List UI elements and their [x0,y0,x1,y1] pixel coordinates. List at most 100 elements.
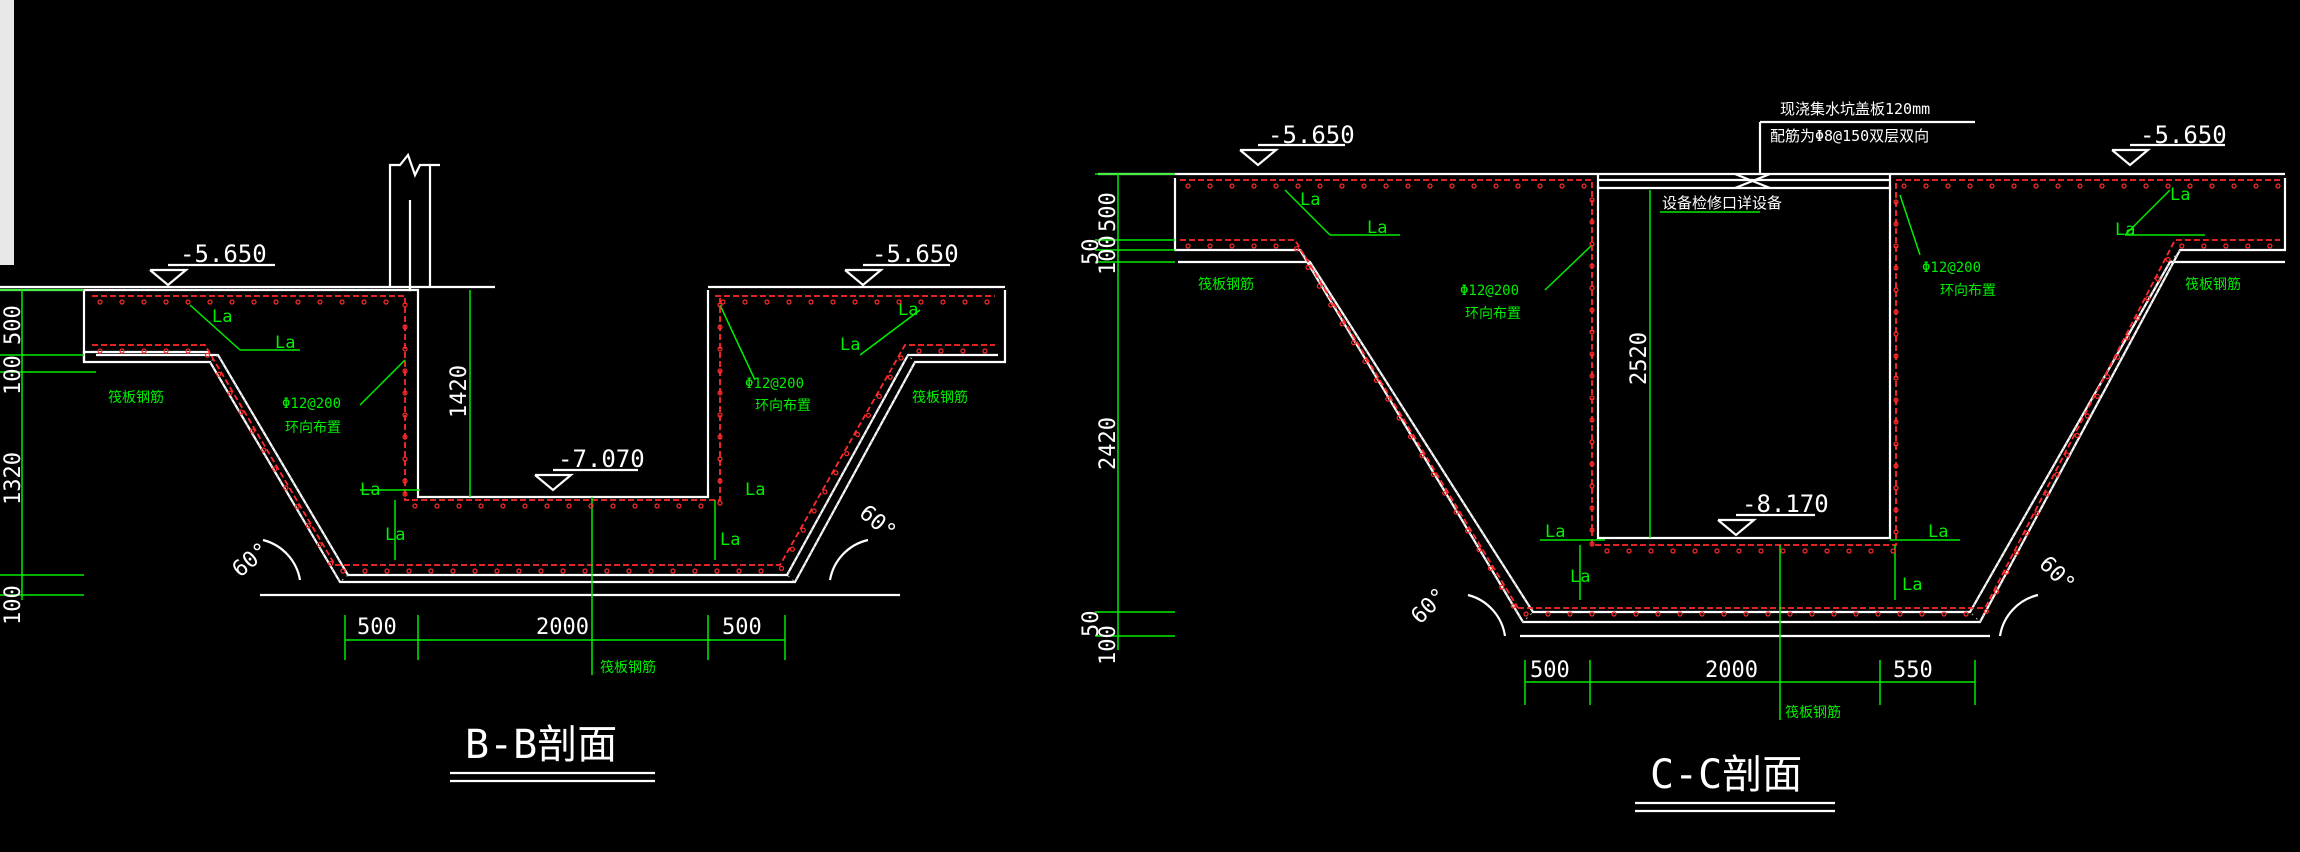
rebar-dot [1626,548,1632,554]
bb-angle-arc-left [262,538,302,581]
rebar-dot [1362,358,1368,365]
rebar-dot [1721,611,1727,617]
bb-raft-left: 筏板钢筋 [108,389,164,406]
cc-dim-v-4: 50 [1079,611,1104,638]
rebar-dot [119,299,125,305]
rebar-dot [1648,548,1654,554]
rebar-dot [273,299,279,305]
bb-pit-outline [82,290,1007,584]
rebar-dot [340,568,346,574]
rebar-dot [1589,541,1595,547]
rebar-dot [2179,243,2185,249]
rebar-dot [272,466,278,472]
rebar-dot [516,568,522,574]
rebar-dot [1449,183,1455,189]
rebar-dot [2165,183,2171,189]
rebar-dot [2064,452,2070,458]
bb-leader-rebar-left [359,359,406,406]
rebar-dot [500,503,506,509]
bb-angle-arc-right [828,538,869,581]
bb-rebar-note-left-2: 环向布置 [285,420,341,436]
bb-section-title: B-B剖面 [465,722,617,768]
bb-leader-la-1 [189,304,241,351]
rebar-dot [1893,441,1899,447]
rebar-dot [384,568,390,574]
rebar-dot [938,348,944,354]
rebar-dot [1893,287,1899,293]
rebar-dot [2033,183,2039,189]
rebar-dot [1758,548,1764,554]
rebar-dot [2121,183,2127,189]
rebar-dot [1589,329,1595,335]
rebar-dot [717,368,723,374]
rebar-dot [604,568,610,574]
cc-rebar-note-left-1: Φ12@200 [1460,283,1519,299]
rebar-dot [789,546,795,552]
rebar-dot [852,299,858,305]
rebar-dot [1875,611,1881,617]
rebar-dot [1185,243,1191,249]
cc-dim-bottom-2: 550 [1893,658,1933,683]
cc-rebar-top-left [1180,179,1593,530]
cc-la-4: La [1570,567,1590,587]
rebar-dot [1545,611,1551,617]
rebar-dot [2209,183,2215,189]
rebar-dot [1383,183,1389,189]
rebar-dot [1464,528,1471,534]
rebar-dot [1890,548,1896,554]
cc-leader-rebar-right [1899,194,1921,256]
left-panel-strip[interactable] [0,0,14,265]
rebar-dot [2267,243,2273,249]
cc-level-bottom: -8.170 [1742,490,1829,518]
bb-raft-right: 筏板钢筋 [912,389,968,406]
rebar-dot [1361,183,1367,189]
rebar-dot [1510,603,1516,609]
rebar-dot [119,348,125,354]
bb-level-left: -5.650 [180,240,267,268]
rebar-dot [1868,548,1874,554]
rebar-dot [402,478,408,484]
bb-dim-inner: 1420 [447,365,472,418]
cc-angle-left: 60° [1407,583,1453,629]
rebar-dot [1802,548,1808,554]
rebar-dot [1453,509,1459,515]
rebar-dot [676,503,682,509]
rebar-dot [1589,527,1595,533]
rebar-dot [830,299,836,305]
rebar-dot [1589,417,1595,423]
cc-angle-arc-right [1998,593,2039,637]
rebar-dot [1893,199,1899,205]
rebar-dot [2253,183,2259,189]
rebar-dot [1589,461,1595,467]
rebar-dot [1604,548,1610,554]
bb-dim-bottom-2: 500 [722,615,762,640]
rebar-dot [854,431,861,438]
rebar-dot [97,299,103,305]
rebar-dot [1442,490,1448,496]
rebar-dot [141,299,147,305]
rebar-dot [717,500,723,506]
rebar-dot [1207,243,1213,249]
cc-la-7: La [2170,185,2190,205]
rebar-dot [865,412,872,418]
rebar-dot [472,568,478,574]
rebar-dot [328,561,334,567]
bb-slab-left [82,350,210,362]
rebar-dot [1809,611,1815,617]
cc-rebar-note-right-1: Φ12@200 [1922,260,1981,276]
bb-level-marker-bottom [534,473,575,492]
rebar-dot [1207,183,1213,189]
rebar-dot [1515,183,1521,189]
rebar-dot [2125,335,2131,341]
bb-level-marker-left [149,268,190,287]
bb-pipe [388,152,440,287]
rebar-dot [2014,550,2020,556]
rebar-dot [305,523,311,529]
cc-cover-note-1: 现浇集水坑盖板120mm [1780,100,1930,118]
rebar-dot [538,568,544,574]
rebar-dot [1589,285,1595,291]
rebar-dot [717,456,723,462]
cc-dim-v-1: 50 [1079,239,1104,266]
rebar-dot [811,508,817,514]
